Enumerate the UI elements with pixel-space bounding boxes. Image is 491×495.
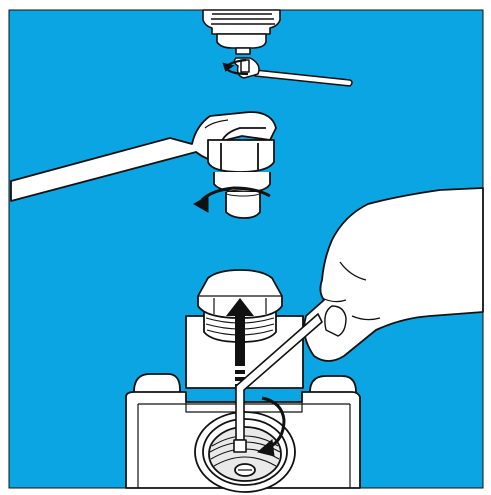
instruction-illustration	[0, 0, 491, 495]
illustration-canvas	[0, 0, 491, 495]
